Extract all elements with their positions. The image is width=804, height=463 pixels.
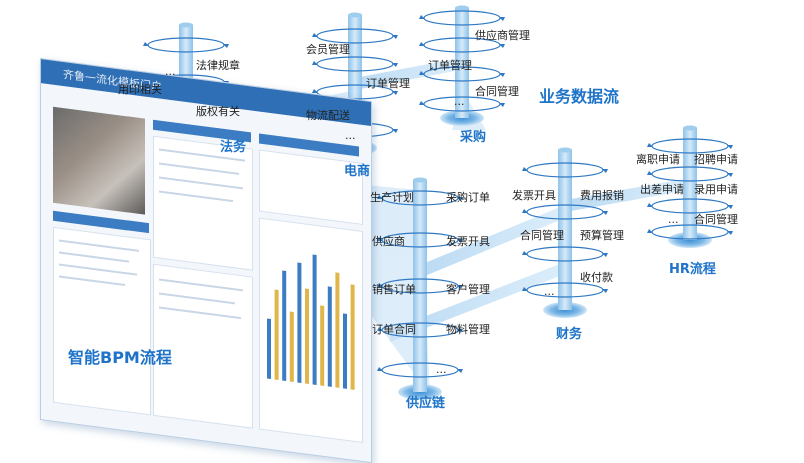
process-label: 物流配送 bbox=[306, 109, 350, 122]
process-label: 出差申请 bbox=[640, 183, 684, 196]
process-label: ... bbox=[345, 129, 356, 142]
dashboard-bar bbox=[274, 289, 279, 381]
dashboard-bar bbox=[343, 313, 347, 389]
dashboard-bar-chart bbox=[267, 254, 355, 390]
dashboard-bar bbox=[267, 318, 271, 380]
system-name: 采购 bbox=[460, 130, 487, 145]
dashboard-bar bbox=[312, 254, 317, 385]
system-name: 法务 bbox=[220, 140, 247, 155]
diagram-title: 业务数据流 bbox=[539, 87, 620, 106]
process-label: 收付款 bbox=[580, 271, 613, 284]
bpm-diagram: 齐鲁一流化模板门户 法务 法律规章用印相关版权有关... 电商 会员管理订单管理物流配… bbox=[40, 5, 738, 463]
process-label: 录用申请 bbox=[694, 183, 738, 196]
process-label: 发票开具 bbox=[512, 189, 556, 202]
process-label: 订单管理 bbox=[366, 77, 410, 90]
process-label: 用印相关 bbox=[118, 83, 162, 96]
process-label: 法律规章 bbox=[196, 59, 240, 72]
pillar-cap bbox=[179, 22, 193, 28]
dashboard-bar bbox=[282, 270, 287, 382]
process-label: 物料管理 bbox=[446, 323, 490, 336]
pillar-6 bbox=[683, 128, 697, 240]
process-label: ... bbox=[165, 65, 176, 78]
dashboard-bar bbox=[327, 286, 332, 387]
pillar-cap bbox=[455, 5, 469, 11]
pillar-cap bbox=[683, 125, 697, 131]
pillar-cap bbox=[413, 177, 427, 183]
pillar-cap bbox=[348, 12, 362, 18]
process-label: 销售订单 bbox=[372, 283, 416, 296]
system-name: 电商 bbox=[344, 164, 371, 179]
process-label: 合同管理 bbox=[694, 213, 738, 226]
process-label: 发票开具 bbox=[446, 235, 490, 248]
process-label: ... bbox=[668, 213, 679, 226]
system-name: 财务 bbox=[556, 327, 583, 342]
process-label: ... bbox=[436, 363, 447, 376]
dashboard-panel bbox=[53, 226, 151, 416]
rings bbox=[143, 10, 733, 378]
system-name: 供应链 bbox=[406, 396, 446, 411]
dashboard-screen: 齐鲁一流化模板门户 bbox=[40, 58, 372, 463]
process-label: 会员管理 bbox=[306, 43, 350, 56]
pillar-3 bbox=[455, 8, 469, 118]
process-label: 生产计划 bbox=[370, 191, 414, 204]
dashboard-photo bbox=[53, 106, 145, 215]
pillar-5 bbox=[558, 150, 572, 310]
process-label: 采购订单 bbox=[446, 191, 490, 204]
process-label: 预算管理 bbox=[580, 229, 624, 242]
process-label: ... bbox=[454, 95, 465, 108]
process-label: ... bbox=[544, 285, 555, 298]
process-label: 订单管理 bbox=[428, 59, 472, 72]
process-label: 订单合同 bbox=[372, 323, 416, 336]
dashboard-bar bbox=[335, 272, 340, 388]
diagram-subtitle: 智能BPM流程 bbox=[68, 348, 172, 367]
process-label: 客户管理 bbox=[446, 283, 490, 296]
pillar-cap bbox=[558, 147, 572, 153]
process-label: 费用报销 bbox=[580, 189, 624, 202]
process-label: 合同管理 bbox=[520, 229, 564, 242]
dashboard-bar bbox=[305, 288, 309, 384]
dashboard-bar bbox=[320, 305, 325, 386]
dashboard-bar bbox=[350, 284, 355, 390]
process-label: 供应商 bbox=[372, 235, 405, 248]
process-label: 招聘申请 bbox=[694, 153, 738, 166]
process-label: 合同管理 bbox=[475, 85, 519, 98]
system-name: HR流程 bbox=[669, 262, 716, 277]
dashboard-bar bbox=[289, 311, 294, 382]
process-label: 离职申请 bbox=[636, 153, 680, 166]
process-label: 版权有关 bbox=[196, 105, 240, 118]
dashboard-bar bbox=[297, 262, 302, 383]
process-label: 供应商管理 bbox=[475, 29, 530, 42]
